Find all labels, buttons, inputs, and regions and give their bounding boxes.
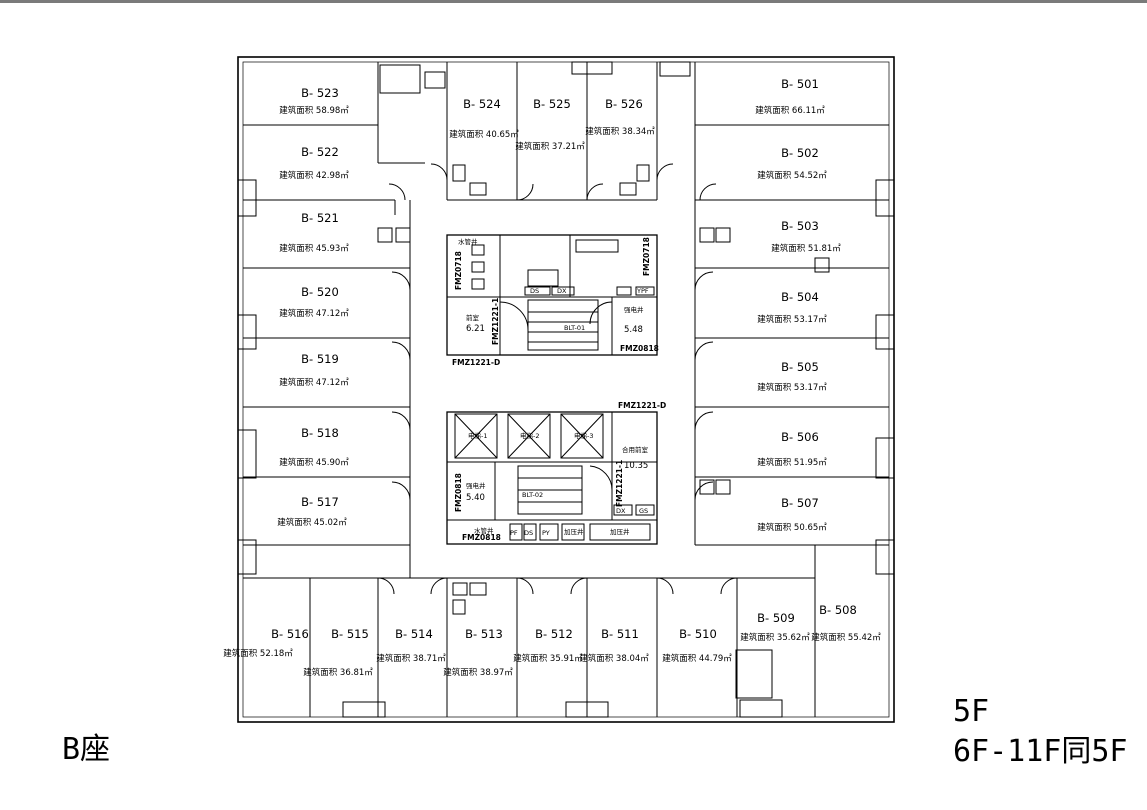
room-520-area: 建筑面积 47.12㎡ <box>279 308 349 319</box>
door-tag-fmz1221-dn: FMZ1221-D <box>618 401 666 410</box>
room-519-id: B- 519 <box>301 352 339 366</box>
room-513-id: B- 513 <box>465 627 503 641</box>
room-514-area: 建筑面积 38.71㎡ <box>376 653 446 664</box>
floor-main-label: 5F <box>953 694 990 729</box>
blt-02-label: BLT-02 <box>522 491 543 499</box>
room-502-area: 建筑面积 54.52㎡ <box>757 170 827 181</box>
room-524-area: 建筑面积 40.65㎡ <box>449 129 519 140</box>
elec-lower-name: 强电井 <box>466 481 486 490</box>
building-outline <box>237 56 895 723</box>
room-510-area: 建筑面积 44.79㎡ <box>662 653 732 664</box>
pipe-shaft-label: 加压井 <box>564 527 584 536</box>
room-503-id: B- 503 <box>781 219 819 233</box>
lift-2-label: 电梯-2 <box>520 431 539 440</box>
room-505-area: 建筑面积 53.17㎡ <box>757 382 827 393</box>
room-503-area: 建筑面积 51.81㎡ <box>771 243 841 254</box>
room-505-id: B- 505 <box>781 360 819 374</box>
room-labels: B- 501 建筑面积 66.11㎡ B- 502 建筑面积 54.52㎡ B- 503… <box>223 77 881 678</box>
room-513-area: 建筑面积 38.97㎡ <box>443 667 513 678</box>
room-621-area: 6.21 <box>466 324 485 334</box>
door-tag-fmz0818-dn: FMZ0818 <box>462 533 501 542</box>
room-506-area: 建筑面积 51.95㎡ <box>757 457 827 468</box>
room-504-id: B- 504 <box>781 290 819 304</box>
room-510-id: B- 510 <box>679 627 717 641</box>
room-521-id: B- 521 <box>301 211 339 225</box>
room-502-id: B- 502 <box>781 146 819 160</box>
room-512-id: B- 512 <box>535 627 573 641</box>
door-tag-fmz0818-v: FMZ0818 <box>454 473 463 512</box>
floor-label-block: 5F 6F-11F同5F <box>953 692 1128 772</box>
room-520-id: B- 520 <box>301 285 339 299</box>
tag-py: PY <box>542 529 550 537</box>
room-501-area: 建筑面积 66.11㎡ <box>755 105 825 116</box>
room-515-id: B- 515 <box>331 627 369 641</box>
water-shaft-lower: 水管井 <box>474 526 494 535</box>
room-501-id: B- 501 <box>781 77 819 91</box>
building-seat-label: B座 <box>62 732 111 767</box>
pipe-shaft-label-2: 加压井 <box>610 527 630 536</box>
core-lower <box>446 411 658 545</box>
top-border-bar <box>0 0 1147 3</box>
room-521-area: 建筑面积 45.93㎡ <box>279 243 349 254</box>
shaft-left-label: 水管井 <box>458 237 478 246</box>
room-522-area: 建筑面积 42.98㎡ <box>279 170 349 181</box>
room-621-name: 前室 <box>466 313 480 322</box>
core-upper <box>446 234 658 356</box>
floor-note-label: 6F-11F同5F <box>953 734 1128 769</box>
room-522-id: B- 522 <box>301 145 339 159</box>
door-tag-fmz0818-up: FMZ0818 <box>620 344 659 353</box>
room-518-area: 建筑面积 45.90㎡ <box>279 457 349 468</box>
shared-hall-area: 10.35 <box>624 461 648 471</box>
tag-ds-lower: DS <box>524 529 533 537</box>
room-506-id: B- 506 <box>781 430 819 444</box>
room-507-id: B- 507 <box>781 496 819 510</box>
door-tag-fmz1221-v2: FMZ1221-1 <box>615 460 624 507</box>
tag-ypf: YPF <box>636 287 649 295</box>
door-tag-fmz1221-up: FMZ1221-D <box>452 358 500 367</box>
room-514-id: B- 514 <box>395 627 433 641</box>
room-511-area: 建筑面积 38.04㎡ <box>579 653 649 664</box>
room-517-area: 建筑面积 45.02㎡ <box>277 517 347 528</box>
tag-ds-upper: DS <box>530 287 539 295</box>
tag-pf: PF <box>510 529 518 537</box>
room-525-area: 建筑面积 37.21㎡ <box>515 141 585 152</box>
shared-hall-name: 合用前室 <box>622 445 649 454</box>
room-518-id: B- 518 <box>301 426 339 440</box>
room-509-area: 建筑面积 35.62㎡ <box>740 632 810 643</box>
room-519-area: 建筑面积 47.12㎡ <box>279 377 349 388</box>
tag-dx-lower: DX <box>616 507 626 515</box>
room-504-area: 建筑面积 53.17㎡ <box>757 314 827 325</box>
lift-1-label: 电梯-1 <box>468 431 487 440</box>
door-tag-fmz1221-v: FMZ1221-1 <box>491 298 500 345</box>
room-509-id: B- 509 <box>757 611 795 625</box>
room-516-id: B- 516 <box>271 627 309 641</box>
core-labels: 水管井 前室 6.21 强电井 5.48 合用前室 10.35 强电井 5.40… <box>452 237 666 542</box>
elec-upper-area: 5.48 <box>624 325 643 335</box>
tag-dx-upper: DX <box>557 287 567 295</box>
room-508-area: 建筑面积 55.42㎡ <box>811 632 881 643</box>
elec-lower-area: 5.40 <box>466 493 485 503</box>
room-517-id: B- 517 <box>301 495 339 509</box>
blt-01-label: BLT-01 <box>564 324 585 332</box>
room-508-id: B- 508 <box>819 603 857 617</box>
room-515-area: 建筑面积 36.81㎡ <box>303 667 373 678</box>
room-523-id: B- 523 <box>301 86 339 100</box>
room-516-area: 建筑面积 52.18㎡ <box>223 648 293 659</box>
room-523-area: 建筑面积 58.98㎡ <box>279 105 349 116</box>
room-526-area: 建筑面积 38.34㎡ <box>585 126 655 137</box>
door-tag-fmz0718-right: FMZ0718 <box>642 237 651 276</box>
room-511-id: B- 511 <box>601 627 639 641</box>
room-525-id: B- 525 <box>533 97 571 111</box>
room-526-id: B- 526 <box>605 97 643 111</box>
room-512-area: 建筑面积 35.91㎡ <box>513 653 583 664</box>
room-524-id: B- 524 <box>463 97 501 111</box>
lift-3-label: 电梯-3 <box>574 431 593 440</box>
door-tag-fmz0718-left: FMZ0718 <box>454 251 463 290</box>
tag-gs-lower: GS <box>639 507 648 515</box>
elec-upper-name: 强电井 <box>624 305 644 314</box>
room-507-area: 建筑面积 50.65㎡ <box>757 522 827 533</box>
